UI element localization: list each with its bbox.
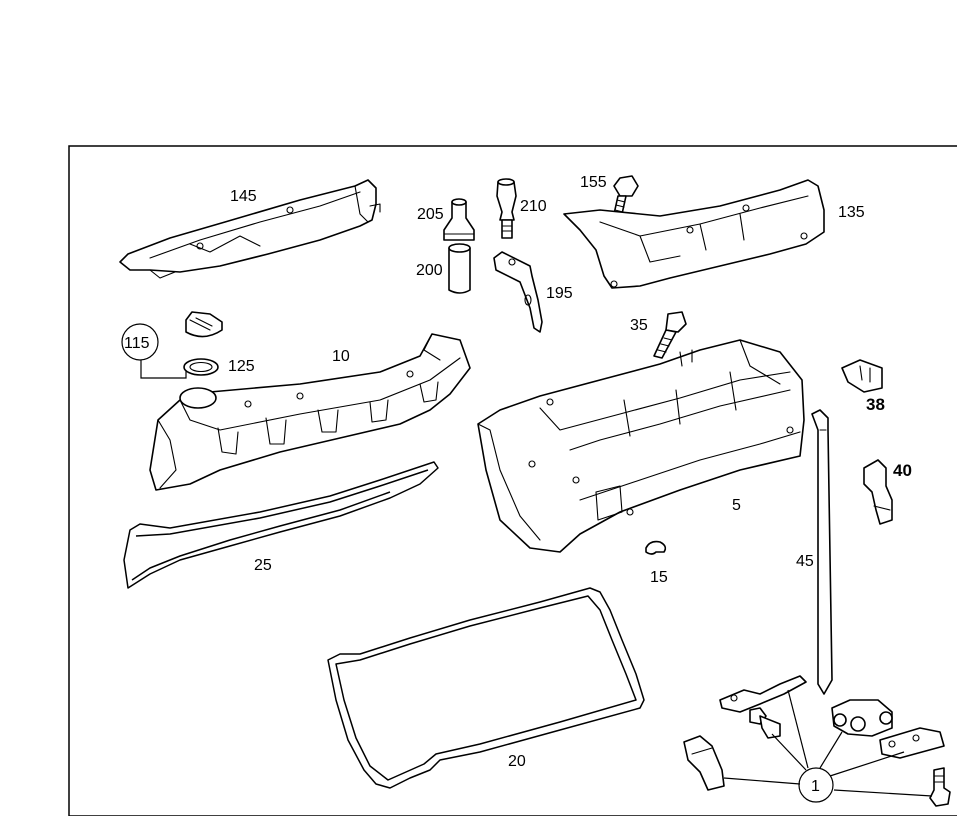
part-45-vent-tube bbox=[811, 409, 833, 695]
part-205-nozzle bbox=[443, 198, 475, 241]
callout-125: 125 bbox=[228, 358, 255, 375]
part-35-bolt bbox=[653, 311, 687, 359]
part-10-cylinder-head-cover bbox=[149, 333, 471, 491]
callout-10: 10 bbox=[332, 348, 350, 365]
callout-135: 135 bbox=[838, 204, 865, 221]
callout-210: 210 bbox=[520, 198, 547, 215]
part-195-bracket bbox=[493, 251, 543, 333]
part-125-seal-ring bbox=[183, 358, 219, 376]
callout-15: 15 bbox=[650, 569, 668, 586]
part-38-nut-clip bbox=[841, 359, 883, 393]
part-25-gasket bbox=[123, 461, 439, 589]
part-135-cover-trim bbox=[563, 179, 825, 289]
part-210-sensor bbox=[496, 178, 517, 239]
part-155-screw bbox=[613, 175, 639, 215]
callout-205: 205 bbox=[417, 206, 444, 223]
callout-45: 45 bbox=[796, 553, 814, 570]
callout-195: 195 bbox=[546, 285, 573, 302]
part-15-clip bbox=[645, 540, 667, 555]
callout-5: 5 bbox=[732, 497, 741, 514]
part-40-bracket bbox=[863, 459, 893, 525]
part-115-filler-cap bbox=[185, 311, 223, 338]
callout-200: 200 bbox=[416, 262, 443, 279]
callout-115-circle bbox=[121, 323, 187, 379]
part-5-cylinder-head-cover bbox=[477, 339, 805, 553]
callout-25: 25 bbox=[254, 557, 272, 574]
callout-35: 35 bbox=[630, 317, 648, 334]
callout-145: 145 bbox=[230, 188, 257, 205]
part-1-hardware-kit bbox=[683, 675, 951, 807]
diagram-frame bbox=[68, 145, 957, 816]
callout-40: 40 bbox=[893, 461, 912, 480]
part-200-hose bbox=[448, 243, 471, 294]
callout-155: 155 bbox=[580, 174, 607, 191]
callout-38: 38 bbox=[866, 395, 885, 414]
callout-20: 20 bbox=[508, 753, 526, 770]
part-20-gasket bbox=[327, 587, 645, 789]
callout-115: 115 bbox=[124, 335, 150, 352]
callout-1: 1 bbox=[811, 778, 820, 795]
part-145-cover-trim bbox=[119, 179, 381, 279]
